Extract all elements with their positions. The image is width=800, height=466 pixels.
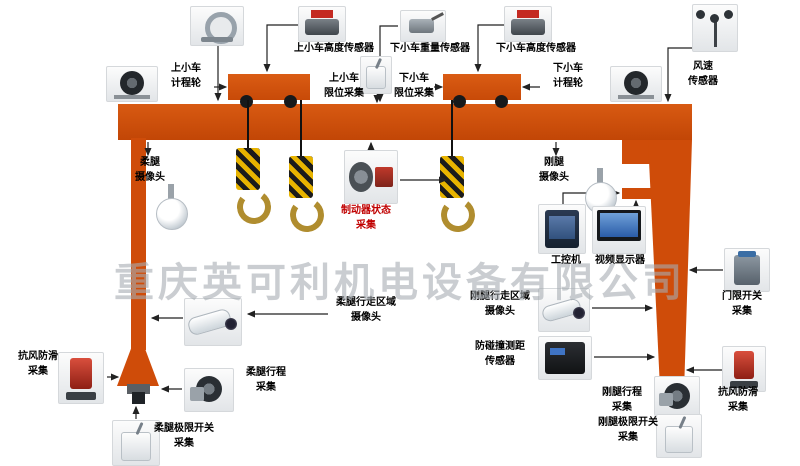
label-video-display: 视频显示器: [595, 255, 645, 266]
anemometer-photo: [692, 4, 738, 52]
label-door-limit-switch-capture: 门限开关 采集: [722, 291, 762, 317]
label-flex-leg-camera: 柔腿 摄像头: [135, 157, 165, 183]
label-brake-status-capture: 制动器状态 采集: [341, 205, 391, 231]
flexible-leg-foot: [127, 384, 150, 394]
label-lower-trolley-limit-capture: 下小车 限位采集: [394, 73, 434, 99]
monitor-photo: [592, 206, 646, 254]
upper-height-sensor-photo: [298, 6, 346, 42]
label-lower-trolley-odometer-wheel: 下小车 计程轮: [553, 63, 583, 89]
flexible-leg-flare: [117, 330, 159, 386]
lower-trolley: [443, 74, 521, 108]
label-rigid-leg-camera: 刚腿 摄像头: [539, 157, 569, 183]
label-upper-trolley-height-sensor: 上小车高度传感器: [294, 43, 374, 54]
flex-limit-switch-photo: [112, 420, 160, 466]
lower-height-sensor-photo: [504, 6, 552, 42]
rail-clamp-left-photo: [58, 352, 104, 404]
trolley-limit-switch-photo: [360, 56, 392, 94]
rigid-leg-window-bar: [622, 188, 658, 199]
ring-clamp-photo: [190, 6, 244, 46]
trolley-wheel: [453, 95, 466, 108]
label-anti-wind-anti-slip-right: 抗风防滑 采集: [718, 387, 758, 413]
label-flex-leg-travel-capture: 柔腿行程 采集: [246, 367, 286, 393]
odometer-wheel-left-photo: [106, 66, 158, 102]
laser-sensor-photo: [538, 336, 592, 380]
hook-block: [236, 148, 260, 190]
rigid-limit-switch-photo: [656, 414, 702, 458]
flex-bullet-camera-photo: [184, 298, 242, 346]
label-lower-trolley-weight-sensor: 下小车重量传感器: [390, 43, 470, 54]
odometer-wheel-right-photo: [610, 66, 662, 102]
label-upper-trolley-limit-capture: 上小车 限位采集: [324, 73, 364, 99]
label-flex-leg-travel-area-camera: 柔腿行走区域 摄像头: [336, 297, 396, 323]
label-anti-wind-anti-slip-left: 抗风防滑 采集: [18, 351, 58, 377]
flex-dome-camera-photo: [148, 184, 194, 230]
label-industrial-pc: 工控机: [551, 255, 581, 266]
label-upper-trolley-odometer-wheel: 上小车 计程轮: [171, 63, 201, 89]
label-rigid-leg-travel-capture: 刚腿行程 采集: [602, 387, 642, 413]
flexible-leg: [131, 138, 146, 350]
rigid-leg-top-bar: [622, 140, 652, 164]
rail-clamp-right-photo: [722, 346, 766, 392]
door-limit-photo: [724, 248, 770, 292]
industrial-pc-photo: [538, 204, 586, 254]
label-anti-collision-ranging-sensor: 防碰撞测距 传感器: [475, 341, 525, 367]
label-wind-speed-sensor: 风速 传感器: [688, 61, 718, 87]
flex-encoder-photo: [184, 368, 234, 412]
flexible-leg-wheel: [132, 392, 145, 404]
weight-sensor-photo: [400, 10, 446, 42]
brake-photo: [344, 150, 398, 204]
hook-block: [289, 156, 313, 198]
label-lower-trolley-height-sensor: 下小车高度传感器: [496, 43, 576, 54]
trolley-wheel: [284, 95, 297, 108]
upper-trolley: [228, 74, 310, 108]
label-rigid-leg-travel-area-camera: 刚腿行走区域 摄像头: [470, 291, 530, 317]
label-flex-leg-limit-switch-capture: 柔腿极限开关 采集: [154, 423, 214, 449]
trolley-wheel: [495, 95, 508, 108]
rigid-encoder-photo: [654, 376, 700, 416]
gantry-main-beam: [118, 104, 692, 140]
trolley-wheel: [240, 95, 253, 108]
rigid-bullet-camera-photo: [538, 288, 590, 332]
label-rigid-leg-limit-switch-capture: 刚腿极限开关 采集: [598, 417, 658, 443]
